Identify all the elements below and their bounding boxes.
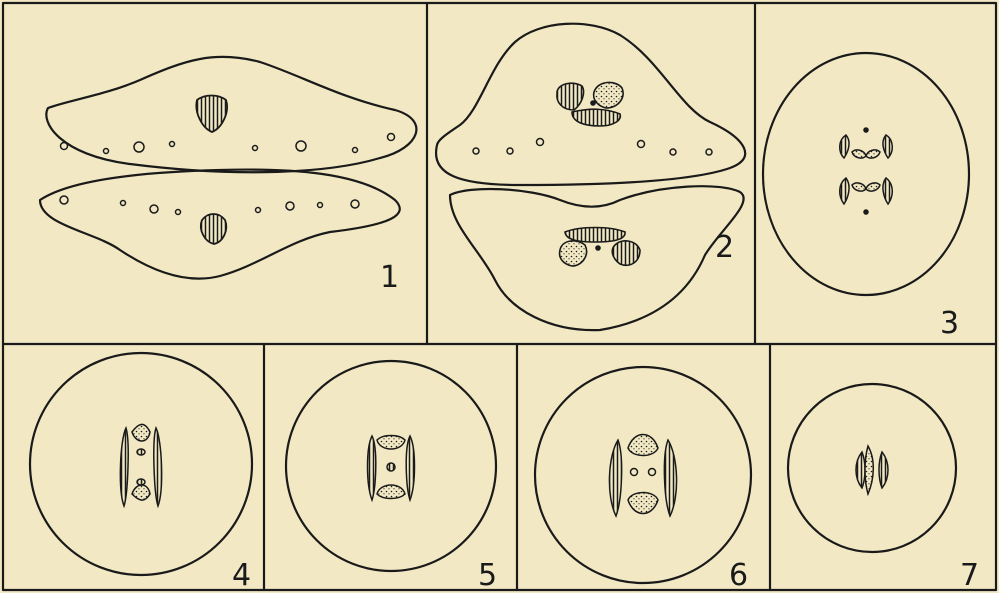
figure-3-chromosomes [840, 128, 893, 214]
figure-2-number: 2 [715, 230, 734, 265]
figure-5-number: 5 [478, 558, 497, 593]
figure-1: 1 [40, 57, 416, 295]
figure-3-number: 3 [940, 306, 959, 341]
figure-7-spindle [856, 446, 888, 494]
figure-4-number: 4 [232, 558, 251, 593]
figure-7-number: 7 [960, 558, 979, 593]
figure-2: 2 [436, 24, 745, 330]
figure-6-number: 6 [729, 558, 748, 593]
figure-1-number: 1 [380, 260, 399, 295]
figure-1-upper-granules [61, 134, 395, 154]
figure-7: 7 [788, 384, 979, 593]
figure-2-lower-cell [450, 186, 744, 330]
figure-3-cell [763, 53, 969, 295]
panel-frames [3, 3, 996, 590]
figure-2-upper-granules [473, 139, 712, 156]
figure-1-upper-nucleus [196, 96, 227, 133]
figure-6: 6 [535, 367, 751, 593]
figure-1-upper-cell [46, 57, 416, 172]
figure-1-lower-granules [60, 196, 359, 215]
figure-3: 3 [763, 53, 969, 341]
figure-5: 5 [286, 361, 497, 593]
figure-4-spindle [120, 424, 161, 506]
figure-4-cell [30, 353, 252, 575]
figure-6-cell [535, 367, 751, 583]
figure-4: 4 [30, 353, 252, 593]
figure-6-spindle [609, 435, 676, 517]
figure-1-lower-nucleus [201, 214, 226, 244]
figure-5-spindle [368, 436, 415, 501]
figure-2-upper-spindle [557, 82, 623, 126]
figure-2-lower-spindle [560, 228, 640, 267]
